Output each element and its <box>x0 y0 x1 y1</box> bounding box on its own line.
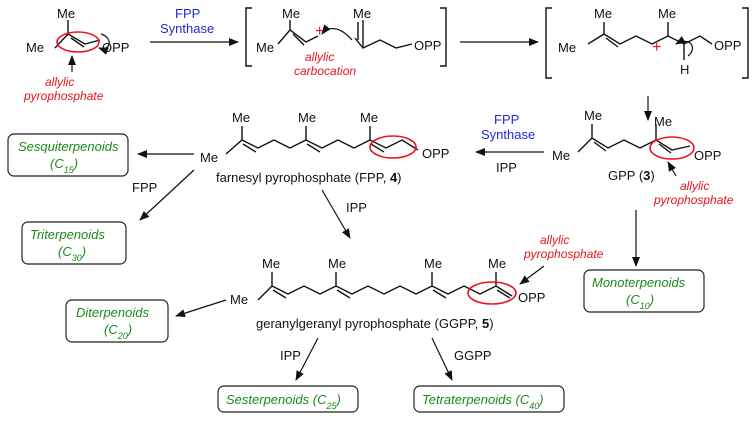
me-label: Me <box>232 110 250 125</box>
fpp-name: farnesyl pyrophosphate (FPP, 4) <box>216 170 402 185</box>
me-label: Me <box>298 110 316 125</box>
reagent-ggpp: GGPP <box>454 348 492 363</box>
tetraterpenoids-box: Tetraterpenoids (C40) <box>413 385 565 413</box>
dmapp-structure: Me Me OPP allylic pyrophosphate <box>23 6 129 103</box>
product-label: Tetraterpenoids (C40) <box>422 392 544 411</box>
opp-label: OPP <box>102 40 129 55</box>
me-label: Me <box>594 6 612 21</box>
triterpenoids-box: Triterpenoids (C30) <box>21 221 127 265</box>
reaction-arrow <box>321 189 351 239</box>
me-label: Me <box>658 6 676 21</box>
enzyme-label-fpp: FPP <box>175 6 200 21</box>
me-label: Me <box>262 256 280 271</box>
allylic-label-line2: pyrophosphate <box>523 247 604 261</box>
opp-label: OPP <box>694 148 721 163</box>
allylic-label-line2: pyrophosphate <box>653 193 734 207</box>
reaction-arrow <box>175 299 227 318</box>
carbocation-charge: + <box>315 23 324 40</box>
h-label: H <box>680 62 689 77</box>
carbocation-charge: + <box>652 39 661 56</box>
product-name: Diterpenoids <box>76 305 149 320</box>
carbocation-bracket: Me Me + Me OPP allylic carbocation <box>245 6 447 78</box>
me-label: Me <box>424 256 442 271</box>
allylic-highlight-ellipse <box>369 135 417 159</box>
opp-label: OPP <box>714 38 741 53</box>
me-label: Me <box>552 148 570 163</box>
fpp-structure: Me Me Me Me OPP farnesyl pyrophosphate (… <box>200 110 449 185</box>
fpp-synthase-arrow-1: FPP Synthase <box>150 6 239 46</box>
enzyme-label-synthase: Synthase <box>481 127 535 142</box>
me-label: Me <box>282 6 300 21</box>
coupled-cation-bracket: Me Me Me + H OPP <box>545 6 749 79</box>
reaction-arrow <box>431 337 453 381</box>
product-name: Triterpenoids <box>30 227 105 242</box>
reaction-arrow <box>139 169 195 221</box>
sesquiterpenoids-box: Sesquiterpenoids (C15) <box>7 133 129 177</box>
reagent-ipp: IPP <box>280 348 301 363</box>
ggpp-structure: Me Me Me Me Me OPP geranylgeranyl pyroph… <box>230 233 604 331</box>
carbocation-label-line1: allylic <box>305 50 334 64</box>
me-label: Me <box>584 108 602 123</box>
me-label: Me <box>200 150 218 165</box>
reagent-ipp: IPP <box>346 200 367 215</box>
gpp-name: GPP (3) <box>608 168 655 183</box>
enzyme-label-fpp: FPP <box>494 112 519 127</box>
product-label: Sesterpenoids (C25) <box>226 392 341 411</box>
reaction-arrow <box>295 337 319 381</box>
gpp-structure: Me Me Me OPP GPP (3) allylic pyrophospha… <box>552 108 734 207</box>
diterpenoids-box: Diterpenoids (C20) <box>65 299 169 343</box>
me-label: Me <box>26 40 44 55</box>
allylic-label-line1: allylic <box>45 75 74 89</box>
opp-label: OPP <box>414 38 441 53</box>
carbocation-label-line2: carbocation <box>294 64 356 78</box>
allylic-highlight-ellipse <box>56 31 100 53</box>
me-label: Me <box>558 40 576 55</box>
me-label: Me <box>328 256 346 271</box>
product-name: Monoterpenoids <box>592 275 686 290</box>
product-name: Sesquiterpenoids <box>18 139 119 154</box>
me-label: Me <box>360 110 378 125</box>
me-label: Me <box>230 292 248 307</box>
allylic-label-line2: pyrophosphate <box>23 89 104 103</box>
opp-label: OPP <box>518 290 545 305</box>
sesterpenoids-box: Sesterpenoids (C25) <box>217 385 359 413</box>
allylic-highlight-ellipse <box>649 136 695 160</box>
ggpp-name: geranylgeranyl pyrophosphate (GGPP, 5) <box>256 316 494 331</box>
me-label: Me <box>353 6 371 21</box>
me-label: Me <box>488 256 506 271</box>
opp-label: OPP <box>422 146 449 161</box>
allylic-highlight-ellipse <box>467 281 517 305</box>
me-label: Me <box>654 114 672 129</box>
me-label: Me <box>57 6 75 21</box>
allylic-label-line1: allylic <box>680 179 709 193</box>
reagent-fpp: FPP <box>132 180 157 195</box>
reagent-ipp: IPP <box>496 160 517 175</box>
fpp-synthase-arrow-2: FPP Synthase IPP <box>475 112 544 175</box>
monoterpenoids-box: Monoterpenoids (C10) <box>583 269 705 313</box>
me-label: Me <box>256 40 274 55</box>
enzyme-label-synthase: Synthase <box>160 21 214 36</box>
allylic-label-line1: allylic <box>540 233 569 247</box>
